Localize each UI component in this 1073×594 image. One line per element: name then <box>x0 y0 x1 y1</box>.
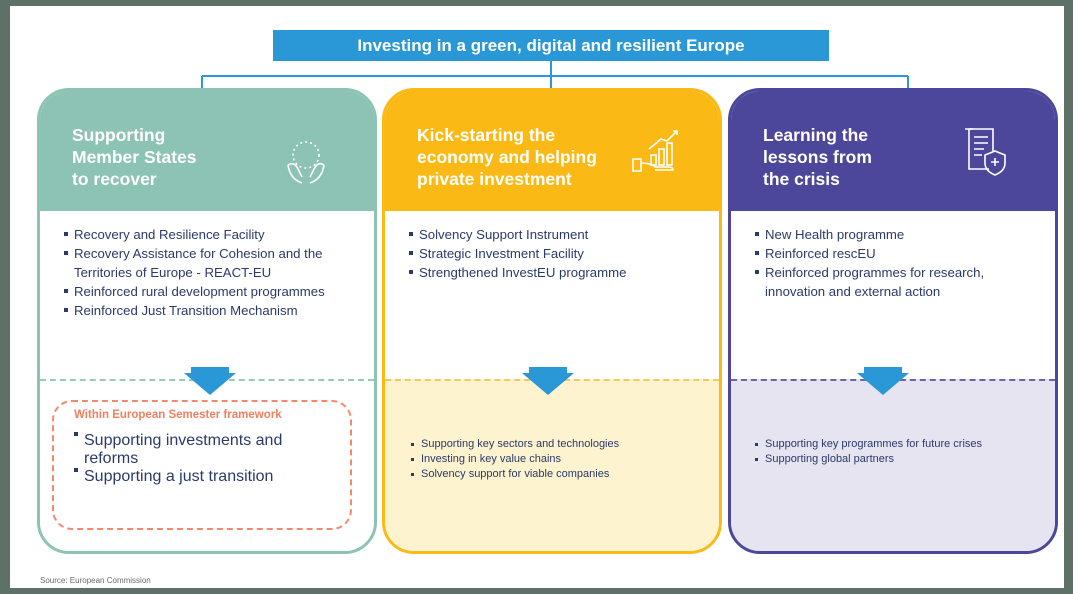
measure-list: Recovery and Resilience Facility Recover… <box>64 225 360 320</box>
column-lessons: Learning the lessons from the crisis New… <box>728 88 1058 554</box>
down-arrow-bar <box>864 367 902 375</box>
down-arrow-icon <box>857 373 909 395</box>
measure-list: Solvency Support Instrument Strategic In… <box>409 225 705 282</box>
list-item: Strengthened InvestEU programme <box>409 263 705 282</box>
framework-title: Within European Semester framework <box>74 409 282 421</box>
list-item: Supporting a just transition <box>74 468 340 486</box>
list-item: Recovery Assistance for Cohesion and the… <box>64 244 360 282</box>
main-banner: Investing in a green, digital and resili… <box>273 30 829 61</box>
diagram-canvas: Investing in a green, digital and resili… <box>10 6 1064 588</box>
column-member-states: Supporting Member States to recover Reco… <box>37 88 377 554</box>
column-lower: Supporting key sectors and technologies … <box>385 379 719 551</box>
list-item: Reinforced rural development programmes <box>64 282 360 301</box>
column-header: Supporting Member States to recover <box>40 91 374 211</box>
sub-list: Supporting key sectors and technologies … <box>411 437 699 482</box>
list-item: New Health programme <box>755 225 1041 244</box>
document-shield-icon <box>965 128 1006 176</box>
down-arrow-bar <box>191 367 229 375</box>
source-note: Source: European Commission <box>40 576 151 585</box>
semester-framework-box: Within European Semester framework Suppo… <box>52 400 352 530</box>
banner-title: Investing in a green, digital and resili… <box>357 35 745 55</box>
column-lower: Supporting key programmes for future cri… <box>731 379 1055 551</box>
down-arrow-icon <box>522 373 574 395</box>
list-item: Supporting global partners <box>755 452 995 467</box>
list-item: Supporting key sectors and technologies <box>411 437 699 452</box>
list-item: Reinforced Just Transition Mechanism <box>64 301 360 320</box>
list-item: Solvency Support Instrument <box>409 225 705 244</box>
sub-list: Supporting investments and reforms Suppo… <box>74 432 340 486</box>
list-item: Supporting key programmes for future cri… <box>755 437 995 452</box>
down-arrow-icon <box>184 373 236 395</box>
column-title: Supporting Member States to recover <box>72 125 197 189</box>
list-item: Strategic Investment Facility <box>409 244 705 263</box>
list-item: Recovery and Resilience Facility <box>64 225 360 244</box>
down-arrow-bar <box>529 367 567 375</box>
column-upper: Solvency Support Instrument Strategic In… <box>385 211 719 379</box>
hand-growth-chart-icon <box>632 130 678 172</box>
column-header: Kick-starting the economy and helping pr… <box>385 91 719 211</box>
sub-list: Supporting key programmes for future cri… <box>755 437 995 467</box>
column-upper: Recovery and Resilience Facility Recover… <box>40 211 374 379</box>
list-item: Supporting investments and reforms <box>74 432 340 468</box>
hands-stars-icon <box>287 141 325 184</box>
list-item: Solvency support for viable companies <box>411 467 699 482</box>
column-lower <box>40 379 374 551</box>
column-title: Kick-starting the economy and helping pr… <box>417 125 597 189</box>
measure-list: New Health programme Reinforced rescEU R… <box>755 225 1041 301</box>
column-kick-starting: Kick-starting the economy and helping pr… <box>382 88 722 554</box>
column-upper: New Health programme Reinforced rescEU R… <box>731 211 1055 379</box>
list-item: Reinforced programmes for research, inno… <box>755 263 1041 301</box>
column-title: Learning the lessons from the crisis <box>763 125 872 189</box>
column-header: Learning the lessons from the crisis <box>731 91 1055 211</box>
list-item: Reinforced rescEU <box>755 244 1041 263</box>
list-item: Investing in key value chains <box>411 452 699 467</box>
